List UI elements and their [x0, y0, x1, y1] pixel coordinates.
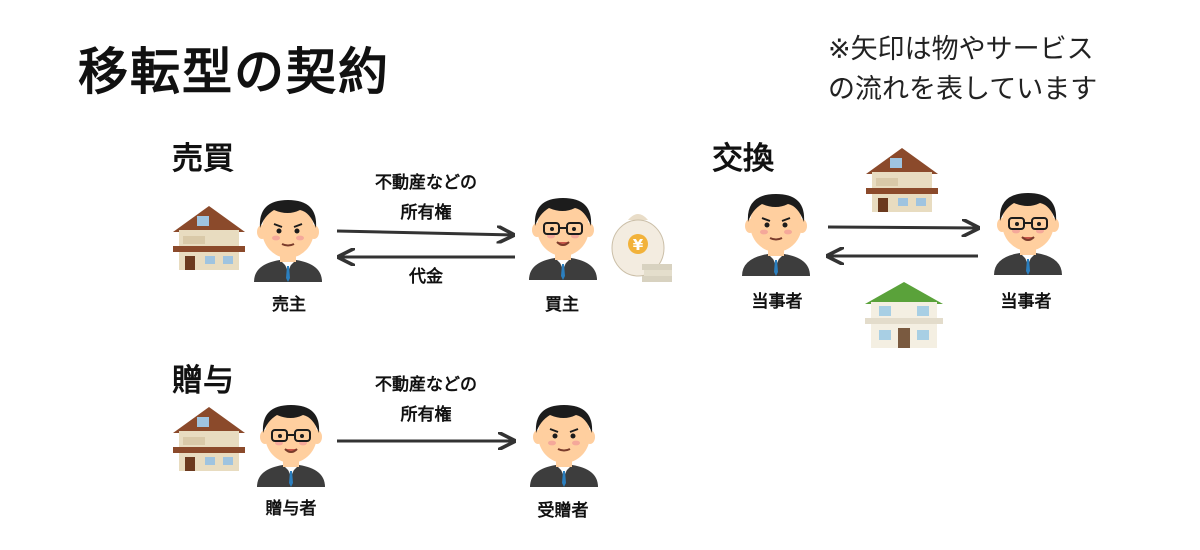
- arrow-note: ※矢印は物やサービス の流れを表しています: [828, 30, 1097, 110]
- donee-label: 受贈者: [537, 501, 589, 521]
- exchange-party-b-label: 当事者: [1000, 292, 1052, 312]
- exchange-party-b-person-icon: [994, 193, 1062, 275]
- sale-goods-label-line1: 不動産などの: [375, 173, 477, 193]
- house-icon: [866, 148, 938, 212]
- seller-label: 売主: [272, 295, 306, 315]
- gift-goods-label-line1: 不動産などの: [375, 375, 477, 395]
- exchange-party-a-label: 当事者: [751, 292, 803, 312]
- arrow-note-line2: の流れを表しています: [828, 74, 1098, 105]
- house-icon: [173, 206, 245, 270]
- exchange-party-a-person-icon: [742, 194, 810, 276]
- sale-goods-arrow: [336, 231, 513, 235]
- seller-person-icon: [254, 200, 322, 282]
- donee-person-icon: [530, 405, 598, 487]
- exchange-heading: 交換: [712, 141, 774, 177]
- yen-symbol: ¥: [633, 236, 644, 254]
- page-title: 移転型の契約: [78, 43, 390, 101]
- sale-goods-label-line2: 所有権: [400, 203, 452, 223]
- gift-heading: 贈与: [172, 363, 234, 399]
- sale-payment-label: 代金: [409, 267, 443, 287]
- buyer-label: 買主: [545, 295, 579, 315]
- exchange-forward-arrow: [827, 227, 978, 228]
- arrow-note-line1: ※矢印は物やサービス: [828, 34, 1094, 65]
- gift-goods-label: 不動産などの 所有権: [356, 370, 496, 430]
- green-roof-house-icon: [865, 282, 943, 348]
- sale-heading: 売買: [172, 141, 234, 177]
- house-icon: [173, 407, 245, 471]
- donor-person-icon: [257, 405, 325, 487]
- gift-goods-label-line2: 所有権: [400, 405, 452, 425]
- buyer-person-icon: [529, 198, 597, 280]
- donor-label: 贈与者: [265, 499, 317, 519]
- sale-goods-label: 不動産などの 所有権: [356, 168, 496, 228]
- money-bag-icon: ¥: [611, 214, 672, 282]
